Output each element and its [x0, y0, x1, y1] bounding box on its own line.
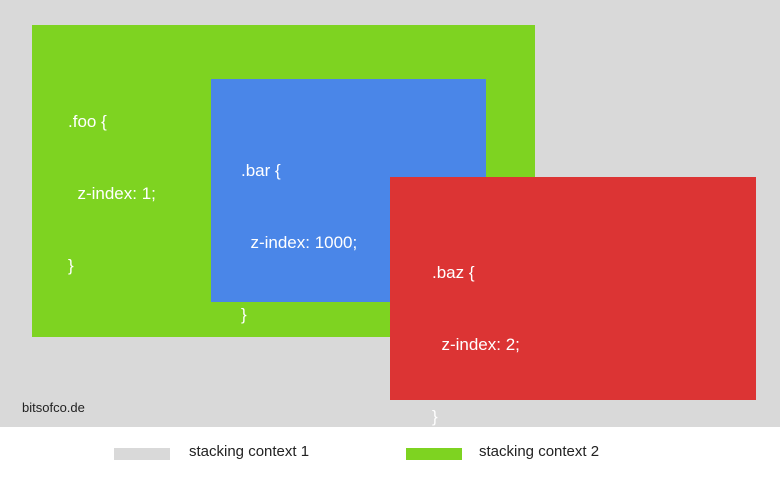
- credit-text: bitsofco.de: [22, 400, 85, 415]
- foo-code-line: z-index: 1;: [68, 184, 156, 203]
- baz-box: .baz { z-index: 2; }: [390, 177, 756, 426]
- legend-swatch: [406, 448, 462, 460]
- baz-code: .baz { z-index: 2; }: [432, 213, 520, 427]
- bar-code-line: }: [241, 305, 247, 324]
- baz-code-line: }: [432, 407, 438, 426]
- bar-code: .bar { z-index: 1000; }: [241, 111, 357, 375]
- stacking-context-1-stage: .foo { z-index: 1; } .bar { z-index: 100…: [0, 0, 780, 427]
- bar-code-line: .bar {: [241, 161, 281, 180]
- legend-label: stacking context 1: [189, 443, 310, 460]
- legend-swatch: [114, 448, 170, 460]
- foo-code-line: .foo {: [68, 112, 107, 131]
- bar-code-line: z-index: 1000;: [241, 233, 358, 252]
- foo-code-line: }: [68, 256, 74, 275]
- baz-code-line: z-index: 2;: [432, 335, 520, 354]
- foo-code: .foo { z-index: 1; }: [68, 62, 156, 326]
- legend-label: stacking context 2: [479, 443, 600, 460]
- baz-code-line: .baz {: [432, 263, 475, 282]
